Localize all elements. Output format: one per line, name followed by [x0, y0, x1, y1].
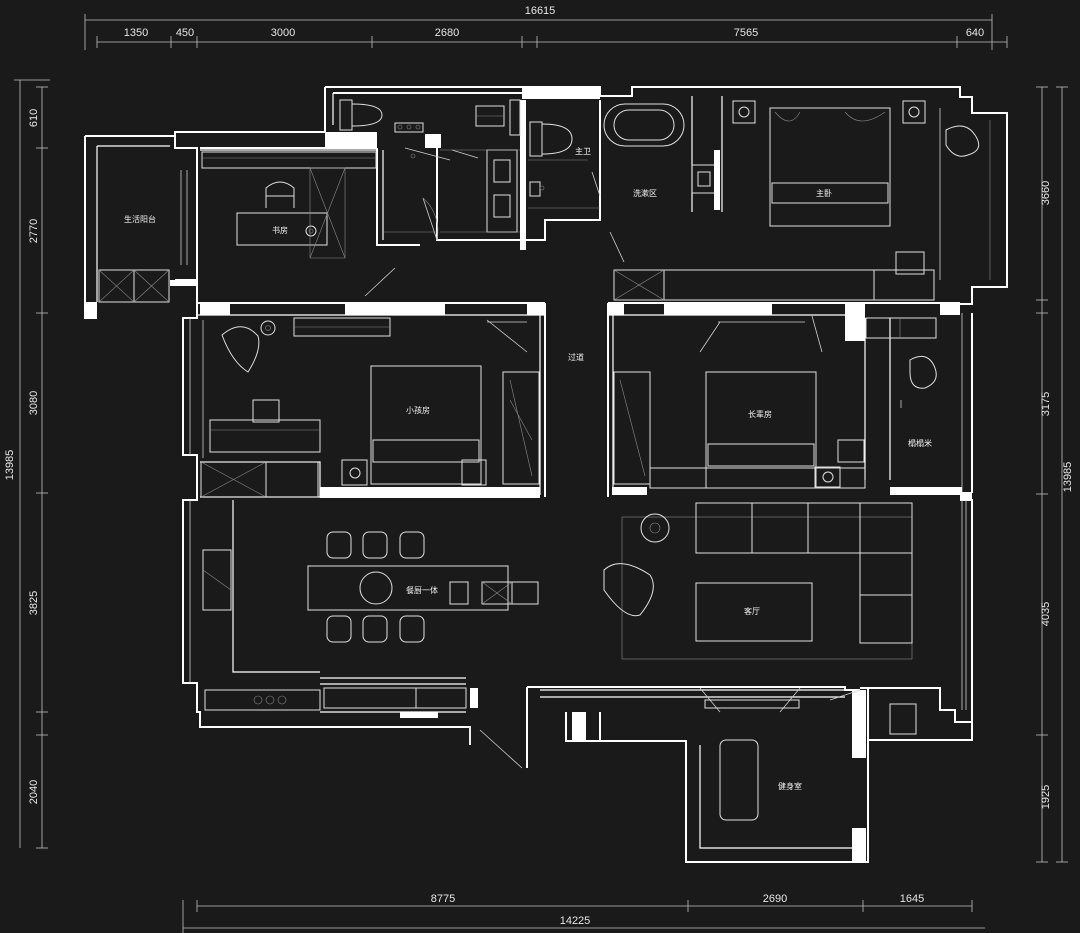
label-living-room: 客厅 [744, 606, 760, 616]
label-study: 书房 [272, 225, 288, 235]
dim-bottom-2: 2690 [763, 893, 787, 905]
dimension-lines [14, 14, 1068, 933]
kitchen-furniture [200, 461, 467, 711]
balcony-furniture [98, 269, 170, 303]
dim-top-6: 640 [966, 27, 984, 39]
label-corridor: 过道 [568, 352, 584, 362]
label-gym: 健身室 [778, 781, 802, 791]
kids-room-furniture [209, 317, 540, 486]
label-elder-room: 长辈房 [748, 409, 772, 419]
elder-room-furniture [613, 317, 937, 489]
dim-top-5: 7565 [734, 27, 758, 39]
dim-right-1: 3660 [1040, 181, 1052, 205]
label-tatami: 榻榻米 [908, 438, 932, 448]
dim-left-3: 3080 [28, 391, 40, 415]
dim-left-4: 3825 [28, 591, 40, 615]
dim-left-2: 2770 [28, 219, 40, 243]
dim-bottom-3: 1645 [900, 893, 924, 905]
dim-bottom-1: 8775 [431, 893, 455, 905]
label-wash-area: 洗漱区 [633, 188, 657, 198]
dim-top-4: 2680 [435, 27, 459, 39]
dim-right-2: 3175 [1040, 392, 1052, 416]
label-master-bath: 主卫 [575, 146, 591, 156]
master-wardrobe [613, 269, 935, 301]
dim-bottom-total: 14225 [560, 915, 591, 927]
dim-top-total: 16615 [525, 5, 556, 17]
living-furniture [603, 502, 917, 821]
bath-top-furniture [339, 99, 521, 233]
label-master-bedroom: 主卧 [816, 188, 832, 198]
dim-left-5: 2040 [28, 780, 40, 804]
dim-top-3: 3000 [271, 27, 295, 39]
master-bath-furniture [528, 121, 600, 209]
label-dining-kitchen: 餐厨一体 [406, 585, 438, 595]
dim-right-4: 1925 [1040, 785, 1052, 809]
doors [202, 147, 902, 769]
label-balcony: 生活阳台 [124, 214, 156, 224]
dim-left-1: 610 [28, 109, 40, 127]
room-labels: 生活阳台 书房 主卫 洗漱区 主卧 过道 小孩房 长辈房 榻榻米 餐厨一体 客厅… [124, 146, 932, 791]
interior-walls [196, 96, 960, 713]
dim-right-total: 13985 [1062, 462, 1074, 493]
study-furniture [201, 151, 377, 259]
dim-top-2: 450 [176, 27, 194, 39]
dim-left-total: 13985 [4, 450, 16, 481]
label-kids-room: 小孩房 [406, 405, 430, 415]
master-bed-furniture [732, 100, 991, 280]
dining-table [307, 531, 539, 643]
dim-right-3: 4035 [1040, 602, 1052, 626]
wash-area-furniture [603, 103, 720, 210]
dim-top-1: 1350 [124, 27, 148, 39]
solid-walls [85, 87, 972, 862]
